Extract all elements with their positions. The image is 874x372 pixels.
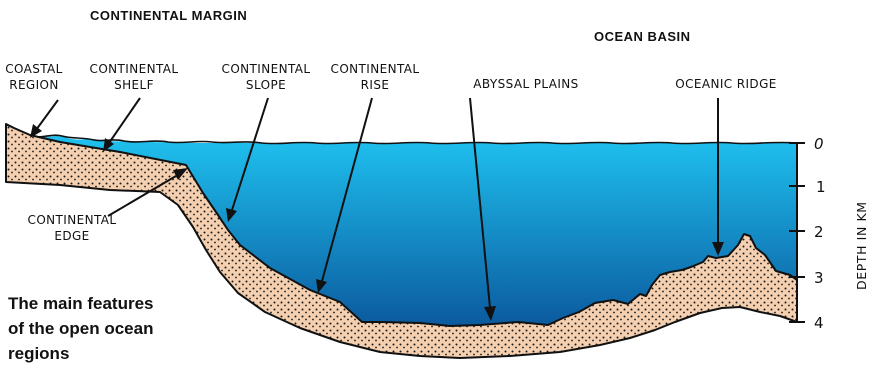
svg-text:CONTINENTAL: CONTINENTAL: [90, 62, 179, 76]
svg-text:RISE: RISE: [361, 78, 390, 92]
label-continental-slope: CONTINENTAL SLOPE: [222, 62, 311, 92]
heading-ocean-basin: OCEAN BASIN: [594, 29, 691, 44]
svg-text:of the open ocean: of the open ocean: [8, 319, 153, 338]
label-abyssal-plains: ABYSSAL PLAINS: [473, 77, 578, 91]
svg-text:SLOPE: SLOPE: [246, 78, 286, 92]
depth-label-1: 1: [816, 178, 826, 196]
depth-label-3: 3: [814, 269, 824, 287]
svg-text:regions: regions: [8, 344, 69, 363]
label-oceanic-ridge: OCEANIC RIDGE: [675, 77, 777, 91]
svg-text:COASTAL: COASTAL: [5, 62, 63, 76]
depth-label-0: 0: [814, 135, 824, 153]
diagram-caption: The main features of the open ocean regi…: [8, 294, 154, 363]
svg-text:CONTINENTAL: CONTINENTAL: [331, 62, 420, 76]
svg-text:CONTINENTAL: CONTINENTAL: [222, 62, 311, 76]
svg-text:EDGE: EDGE: [54, 229, 89, 243]
depth-axis-title: DEPTH IN KM: [854, 201, 869, 290]
svg-text:The main features: The main features: [8, 294, 154, 313]
depth-axis: 0 1 2 3 4 DEPTH IN KM: [789, 135, 869, 332]
label-continental-rise: CONTINENTAL RISE: [331, 62, 420, 92]
water-surface: [30, 135, 797, 144]
pointer-coastal-region: [30, 100, 58, 138]
svg-text:CONTINENTAL: CONTINENTAL: [28, 213, 117, 227]
label-continental-edge: CONTINENTAL EDGE: [28, 213, 117, 243]
depth-label-4: 4: [814, 314, 824, 332]
label-continental-shelf: CONTINENTAL SHELF: [90, 62, 179, 92]
heading-continental-margin: CONTINENTAL MARGIN: [90, 8, 247, 23]
svg-text:SHELF: SHELF: [114, 78, 154, 92]
depth-label-2: 2: [814, 223, 824, 241]
label-coastal-region: COASTAL REGION: [5, 62, 63, 92]
svg-text:REGION: REGION: [9, 78, 59, 92]
